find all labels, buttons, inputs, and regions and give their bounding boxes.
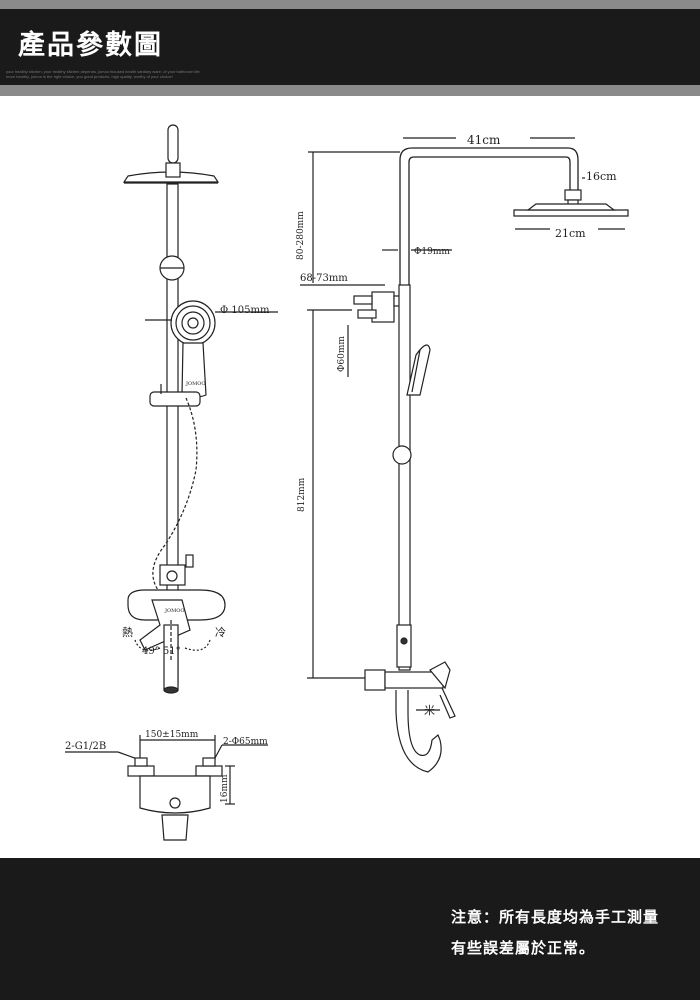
dim-21cm-label: 21cm — [555, 227, 586, 240]
svg-text:JOMOO: JOMOO — [164, 608, 184, 614]
dim-16mm-label: 16mm — [220, 774, 230, 803]
dim-60mm-label: Φ60mm — [337, 336, 347, 372]
product-drawing: JOMOO JOMOO 熱 冷 49° 51° Φ 105mm — [65, 124, 629, 841]
side-view: 41cm 16cm 21cm 80-280mm Φ19mm 68-73mm Φ6… — [296, 133, 629, 773]
dim-16cm-label: 16cm — [586, 170, 617, 183]
note-line-2: 有些誤差屬於正常。 — [451, 939, 596, 957]
dim-41cm-label: 41cm — [467, 133, 501, 147]
dim-150-label: 150±15mm — [145, 730, 199, 740]
dim-68-73-label: 68-73mm — [300, 273, 348, 284]
dim-80-280-label: 80-280mm — [296, 211, 306, 260]
header-bar: 產品參數圖 your healthy kitchen, your healthy… — [0, 9, 700, 85]
separator-stripe — [0, 85, 700, 96]
cold-label: 冷 — [215, 626, 226, 639]
dim-105-label: Φ 105mm — [220, 305, 270, 316]
note-line-1: 注意：所有長度均為手工測量 — [451, 908, 660, 926]
footer-bar — [0, 858, 700, 1000]
angle-label: 49° 51° — [142, 646, 181, 657]
page-title: 產品參數圖 — [18, 30, 163, 61]
dim-65-label: 2-Φ65mm — [223, 737, 268, 747]
front-view: JOMOO JOMOO 熱 冷 49° 51° Φ 105mm — [122, 124, 278, 694]
product-drawing-panel: JOMOO JOMOO 熱 冷 49° 51° Φ 105mm — [0, 96, 700, 858]
dim-812-label: 812mm — [297, 477, 307, 512]
page-subtitle: your healthy kitchen, your healthy kitch… — [6, 69, 200, 79]
svg-text:JOMOO: JOMOO — [185, 381, 205, 387]
top-stripe — [0, 0, 700, 9]
dim-g12b-label: 2-G1/2B — [65, 741, 106, 752]
hot-label: 熱 — [122, 626, 133, 639]
mixer-detail-view: 150±15mm 2-G1/2B 2-Φ65mm 16mm — [65, 730, 268, 841]
dim-19mm-label: Φ19mm — [414, 247, 450, 257]
